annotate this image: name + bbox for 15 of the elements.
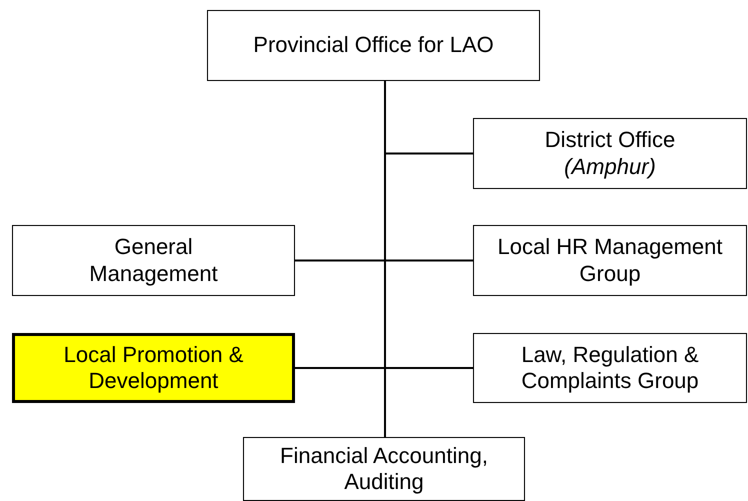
- org-box: [473, 225, 747, 296]
- org-box: [243, 437, 525, 501]
- box-label: District Office (Amphur): [544, 127, 676, 180]
- box-label: General Management: [88, 234, 219, 287]
- connector-line: [384, 81, 386, 437]
- org-box: [207, 10, 540, 81]
- box-label: Local HR Management Group: [496, 234, 724, 287]
- org-box: [12, 225, 295, 296]
- org-box: [473, 118, 747, 189]
- box-label: Provincial Office for LAO: [253, 32, 494, 59]
- box-label: Law, Regulation & Complaints Group: [520, 342, 700, 394]
- box-label: Financial Accounting, Auditing: [279, 442, 489, 496]
- org-box: [473, 333, 747, 403]
- box-label: Local Promotion & Development: [62, 342, 244, 394]
- org-box: [12, 333, 295, 403]
